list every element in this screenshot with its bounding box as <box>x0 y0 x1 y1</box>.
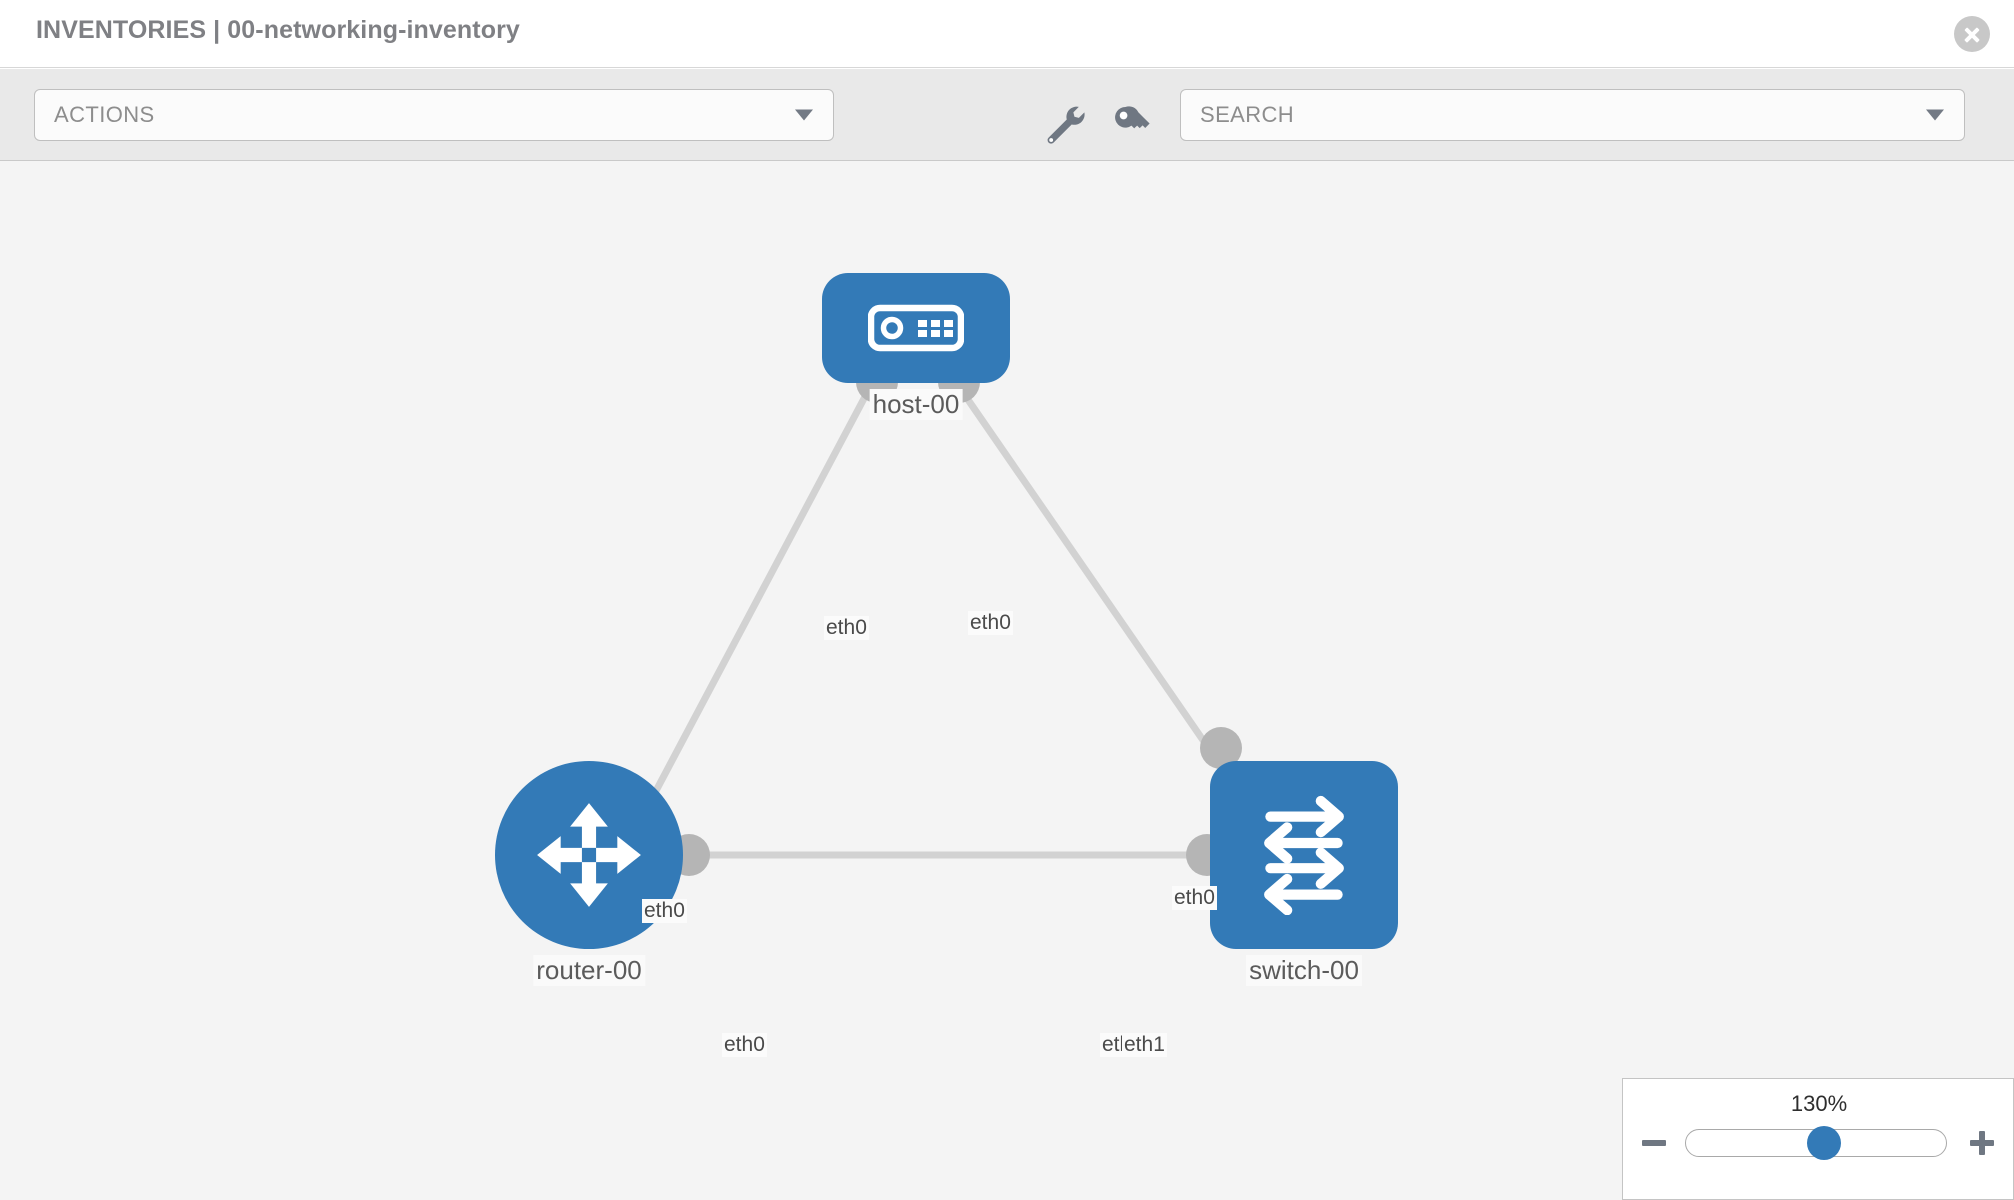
zoom-slider[interactable] <box>1685 1126 1947 1160</box>
close-icon[interactable] <box>1954 16 1990 52</box>
zoom-in-button[interactable] <box>1967 1128 1997 1158</box>
switch-arrows-icon <box>1264 795 1344 915</box>
interface-label-host-left: eth0 <box>824 616 869 640</box>
chevron-down-icon <box>795 109 813 121</box>
page-header: INVENTORIES | 00-networking-inventory <box>0 0 2014 68</box>
node-switch-00-shape[interactable] <box>1210 761 1398 949</box>
actions-dropdown[interactable]: ACTIONS <box>34 89 834 141</box>
interface-label-router-right: eth0 <box>722 1033 767 1057</box>
node-router-00[interactable]: router-00 <box>495 761 683 986</box>
node-router-00-shape[interactable] <box>495 761 683 949</box>
search-input-value: SEARCH <box>1200 102 1295 127</box>
topology-edges <box>636 389 1248 859</box>
node-router-00-label: router-00 <box>533 955 645 986</box>
interface-label-host-right: eth0 <box>968 611 1013 635</box>
node-switch-00-label: switch-00 <box>1246 955 1362 986</box>
interface-label-switch-left-b: eth1 <box>1122 1033 1167 1057</box>
topology-graph: host-00 <box>0 161 2014 1200</box>
server-icon <box>868 304 964 352</box>
edge-host-router <box>636 389 872 823</box>
key-icon[interactable] <box>1110 101 1154 145</box>
interface-label-switch-up: eth0 <box>1172 886 1217 910</box>
search-input[interactable]: SEARCH <box>1180 89 1965 141</box>
interface-label-router-up: eth0 <box>642 899 687 923</box>
node-host-00-shape[interactable] <box>822 273 1010 383</box>
zoom-out-button[interactable] <box>1639 1128 1669 1158</box>
node-switch-00[interactable]: switch-00 <box>1210 761 1398 986</box>
zoom-control-panel: 130% <box>1622 1078 2014 1200</box>
page-title: INVENTORIES | 00-networking-inventory <box>36 16 520 44</box>
actions-dropdown-label: ACTIONS <box>54 102 155 127</box>
node-host-00-label: host-00 <box>869 389 963 420</box>
edge-host-switch <box>959 389 1248 803</box>
node-host-00[interactable]: host-00 <box>822 273 1010 420</box>
wrench-icon[interactable] <box>1042 101 1086 145</box>
topology-canvas[interactable]: host-00 <box>0 161 2014 1200</box>
router-arrows-icon <box>537 803 641 907</box>
zoom-slider-thumb[interactable] <box>1806 1126 1841 1160</box>
zoom-level-value: 130% <box>1790 1091 1848 1116</box>
chevron-down-icon <box>1926 109 1944 121</box>
toolbar: ACTIONS SEARCH <box>0 69 2014 161</box>
